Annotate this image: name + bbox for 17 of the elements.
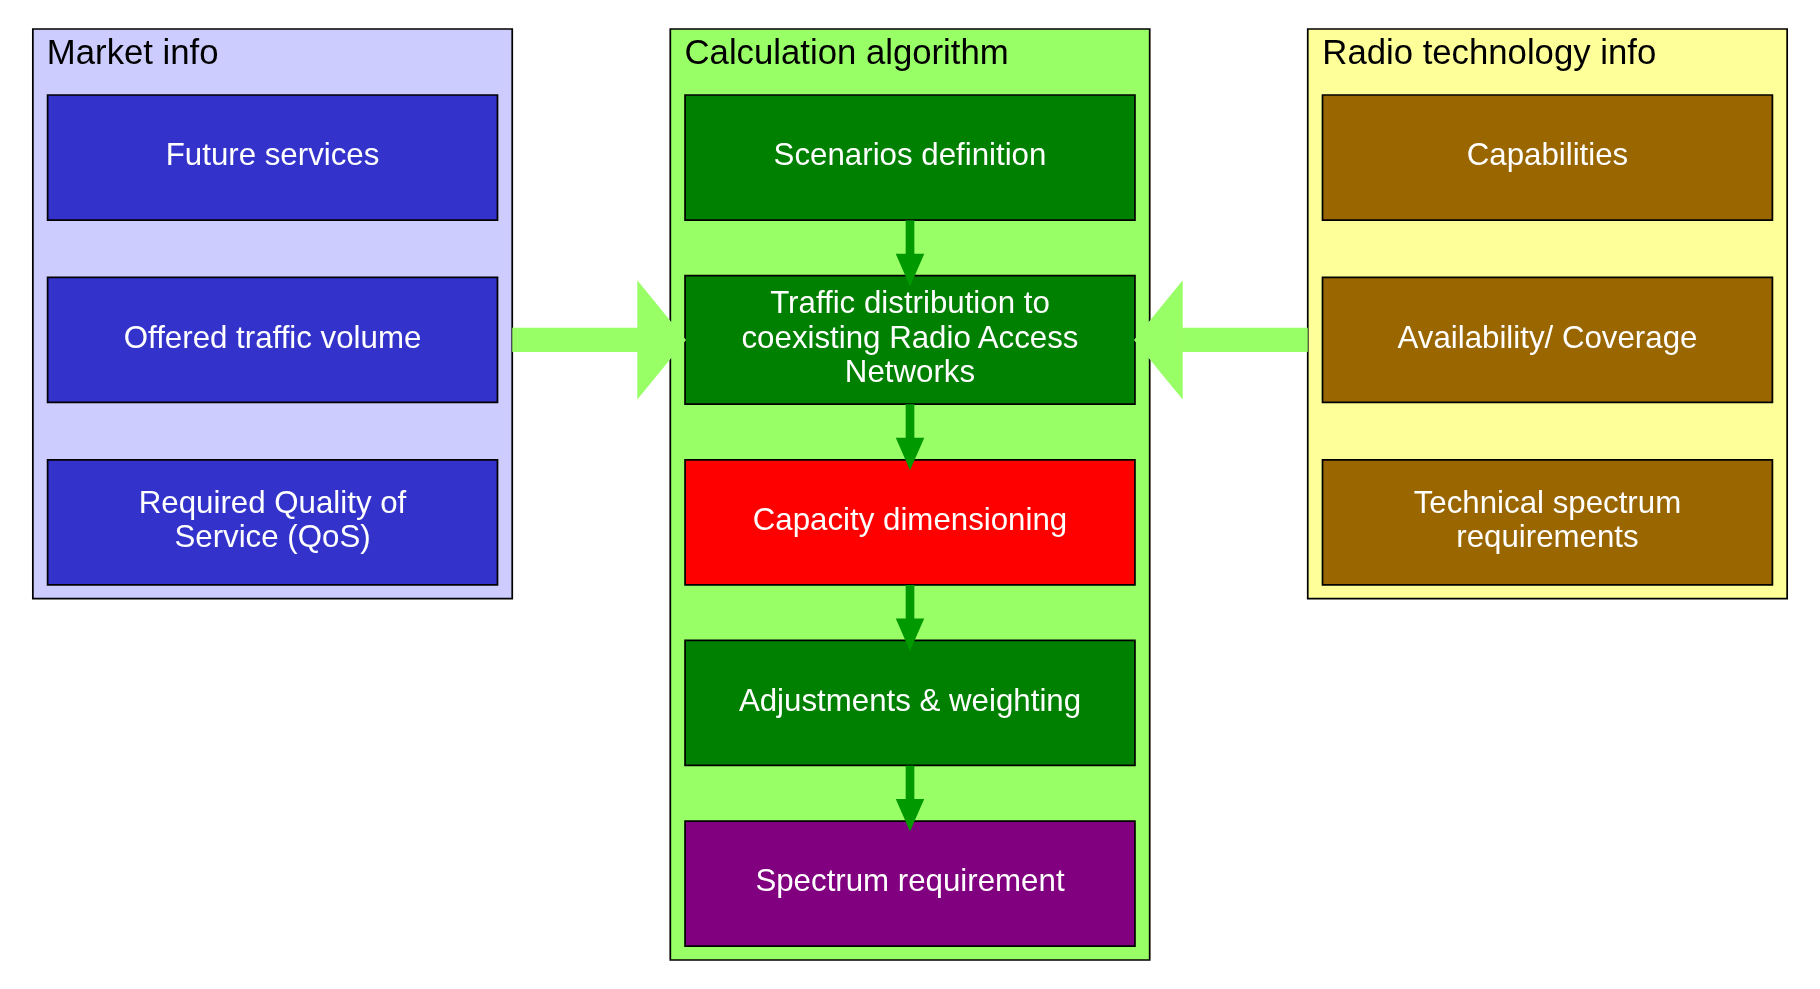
arrow — [895, 404, 925, 471]
node-box: Spectrum requirement — [684, 820, 1136, 947]
node-box: Adjustments & weighting — [684, 639, 1136, 767]
node-box: Availability/ Coverage — [1321, 276, 1774, 404]
node-box: Offered traffic volume — [46, 276, 499, 404]
node-box: Scenarios definition — [684, 94, 1136, 221]
arrow — [895, 220, 925, 287]
arrow — [895, 585, 925, 651]
arrow — [512, 280, 686, 400]
node-box: Future services — [46, 94, 499, 221]
arrow — [895, 765, 925, 832]
node-box: Traffic distribution to coexisting Radio Access Networks — [684, 274, 1136, 406]
arrow — [1134, 280, 1308, 400]
node-box: Technical spectrum requirements — [1321, 458, 1774, 586]
node-box: Required Quality of Service (QoS) — [46, 458, 499, 586]
node-box: Capabilities — [1321, 94, 1774, 221]
node-box: Capacity dimensioning — [684, 458, 1136, 586]
